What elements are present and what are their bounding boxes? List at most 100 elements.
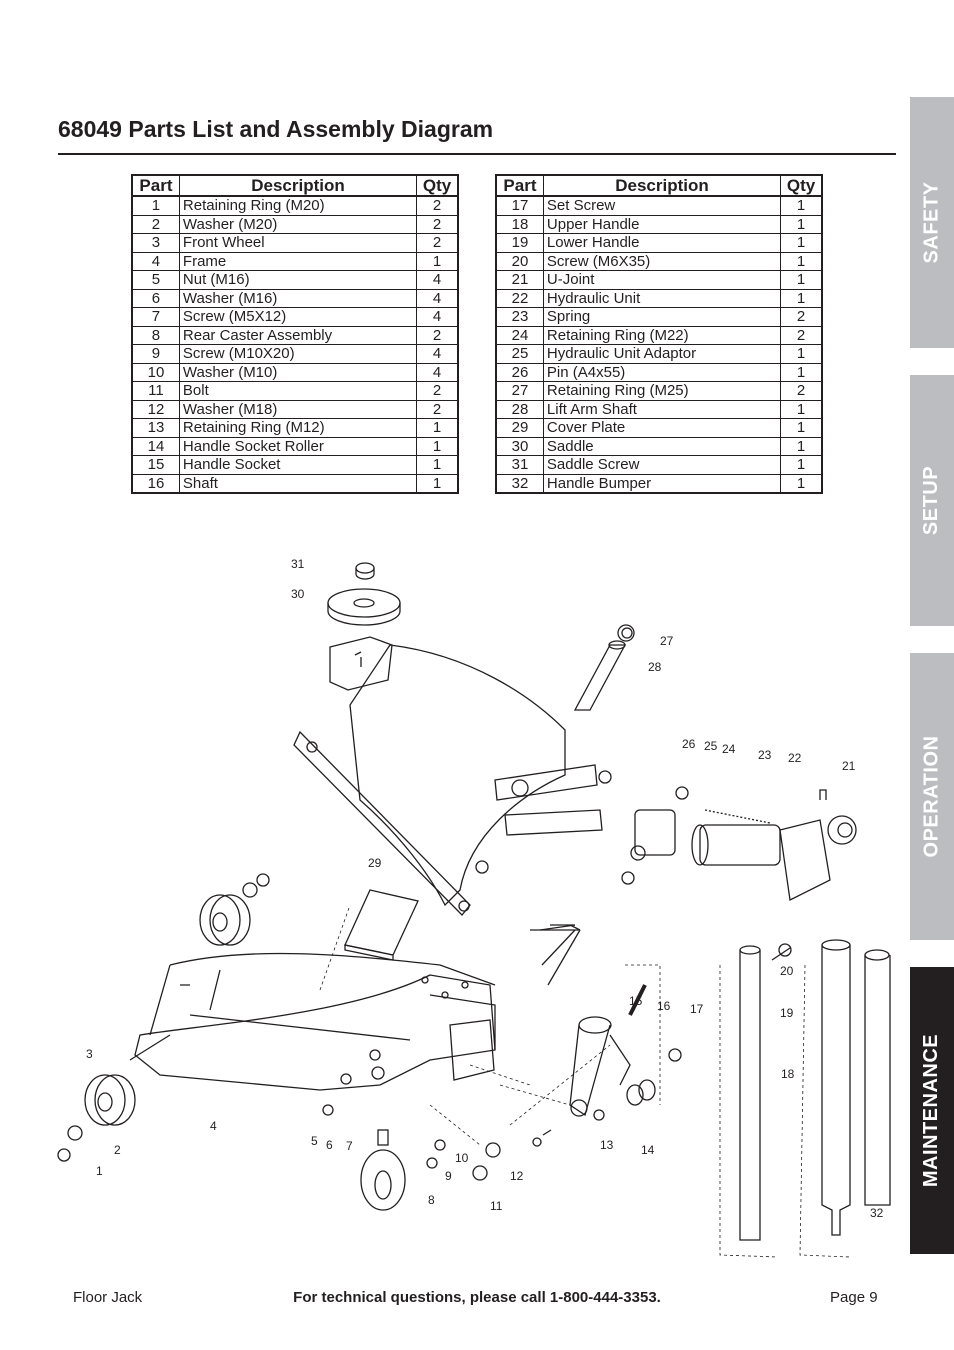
cell-qty: 1 [780,251,823,271]
callout: 14 [641,1143,655,1157]
callout: 17 [690,1002,704,1016]
cell-qty: 2 [780,381,823,401]
cell-description: Cover Plate [542,418,782,438]
cover-plate-drawing [344,889,419,961]
tab-operation[interactable]: OPERATION [910,653,954,940]
cell-qty: 1 [780,195,823,216]
callout: 32 [870,1206,884,1220]
front-wheel-drawing [57,873,270,1162]
cell-description: Hydraulic Unit Adaptor [542,344,782,364]
cell-part: 17 [495,195,544,216]
cell-part: 22 [495,288,544,308]
cell-description: Screw (M10X20) [178,344,418,364]
cell-description: Pin (A4x55) [542,362,782,382]
callout: 15 [629,994,643,1008]
tab-safety[interactable]: SAFETY [910,97,954,348]
cell-part: 31 [495,455,544,475]
callout: 28 [648,660,662,674]
header-qty: Qty [780,174,823,197]
cell-description: Lift Arm Shaft [542,399,782,419]
cell-qty: 2 [416,381,459,401]
header-description: Description [178,174,418,197]
callout: 10 [455,1151,469,1165]
cell-part: 9 [131,344,180,364]
saddle-drawing [327,562,401,626]
lift-arm-shaft-drawing [573,624,635,711]
cell-description: Handle Bumper [542,473,782,494]
callout: 3 [86,1047,93,1061]
callout: 21 [842,759,856,773]
cell-part: 21 [495,270,544,290]
tab-maintenance[interactable]: MAINTENANCE [910,967,954,1254]
cell-qty: 2 [416,195,459,216]
cell-part: 12 [131,399,180,419]
cell-part: 4 [131,251,180,271]
callout: 19 [780,1006,794,1020]
cell-qty: 2 [416,399,459,419]
callout: 30 [291,587,305,601]
cell-part: 16 [131,473,180,494]
callout: 16 [657,999,671,1013]
cell-description: Retaining Ring (M22) [542,325,782,345]
cell-part: 19 [495,233,544,253]
handle-drawing [739,939,891,1241]
cell-part: 3 [131,233,180,253]
cell-part: 27 [495,381,544,401]
callout: 26 [682,737,696,751]
cell-qty: 1 [780,473,823,494]
assembly-diagram: 31 30 27 28 26 25 24 23 22 21 29 20 19 1… [57,557,891,1258]
callout: 12 [510,1169,524,1183]
cell-part: 15 [131,455,180,475]
header-part: Part [131,174,180,197]
callout: 18 [781,1067,795,1081]
callout: 24 [722,742,736,756]
cell-description: Washer (M16) [178,288,418,308]
callout: 7 [346,1139,353,1153]
cell-description: Upper Handle [542,214,782,234]
cell-part: 20 [495,251,544,271]
tab-setup-label: SETUP [920,465,943,536]
cell-description: Front Wheel [178,233,418,253]
tab-setup[interactable]: SETUP [910,375,954,626]
callout: 11 [490,1199,503,1213]
cell-description: Washer (M18) [178,399,418,419]
assembly-lines-drawing [319,904,851,1258]
cell-qty: 4 [416,288,459,308]
cell-description: Screw (M6X35) [542,251,782,271]
cell-qty: 1 [780,270,823,290]
callout: 1 [96,1164,103,1178]
cell-description: Saddle Screw [542,455,782,475]
callout: 25 [704,739,718,753]
hydraulic-unit-drawing [621,786,857,901]
header-description: Description [542,174,782,197]
header-part: Part [495,174,544,197]
rear-caster-drawing [360,1129,406,1211]
cell-part: 25 [495,344,544,364]
cell-description: Nut (M16) [178,270,418,290]
cell-description: Saddle [542,436,782,456]
cell-qty: 2 [416,325,459,345]
cell-qty: 1 [780,288,823,308]
